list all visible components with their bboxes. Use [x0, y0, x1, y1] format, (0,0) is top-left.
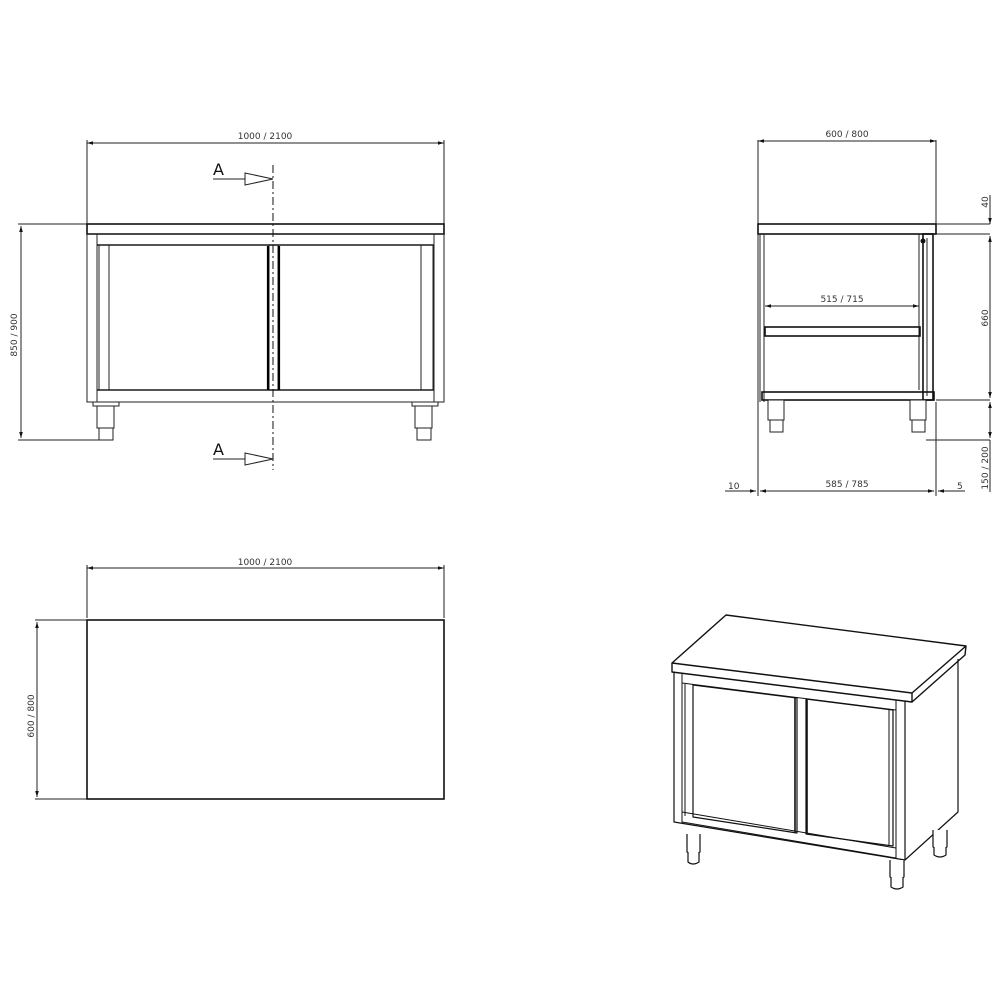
top-width-dimension: 1000 / 2100 [238, 558, 293, 568]
iso-right-door [805, 698, 894, 847]
isometric-view [671, 614, 967, 890]
iso-leg-front-right [889, 860, 905, 890]
shelf-depth-dimension: 515 / 715 [820, 295, 863, 305]
section-arrow-top: A [213, 160, 274, 186]
front-right-door [277, 244, 434, 391]
front-left-door [98, 244, 270, 391]
side-section-view: 600 / 800 515 / 715 40 [725, 130, 992, 496]
top-view-outline [86, 619, 445, 800]
left-offset-dimension: 10 [728, 482, 740, 492]
side-depth-dimension: 600 / 800 [825, 130, 868, 140]
right-offset-dimension: 5 [957, 482, 963, 492]
side-left-leg [767, 399, 785, 433]
front-left-leg [92, 401, 120, 441]
front-right-leg [411, 401, 439, 441]
top-thickness-dimension: 40 [981, 196, 991, 208]
side-worktop [757, 223, 937, 235]
section-arrow-bottom: A [213, 440, 274, 466]
side-shelf [764, 326, 921, 337]
side-bottom-rail [761, 391, 935, 401]
iso-left-door [692, 684, 798, 834]
front-view: 1000 / 2100 850 [10, 132, 445, 470]
iso-leg-front-left [686, 834, 701, 865]
front-worktop [86, 223, 445, 235]
front-height-dimension: 850 / 900 [10, 313, 20, 356]
front-width-dimension: 1000 / 2100 [238, 132, 293, 142]
section-label-bottom: A [213, 440, 224, 459]
top-depth-dimension: 600 / 800 [27, 694, 37, 737]
iso-leg-back-right [932, 830, 948, 858]
front-body [86, 233, 445, 403]
top-view: 1000 / 2100 600 / 800 [27, 558, 445, 800]
inner-depth-dimension: 585 / 785 [825, 480, 868, 490]
side-right-leg [909, 399, 927, 433]
section-label-top: A [213, 160, 224, 179]
side-door-profile [922, 233, 934, 401]
leg-height-dimension: 150 / 200 [981, 446, 991, 489]
body-height-dimension: 660 [981, 309, 991, 326]
iso-worktop [671, 614, 967, 694]
